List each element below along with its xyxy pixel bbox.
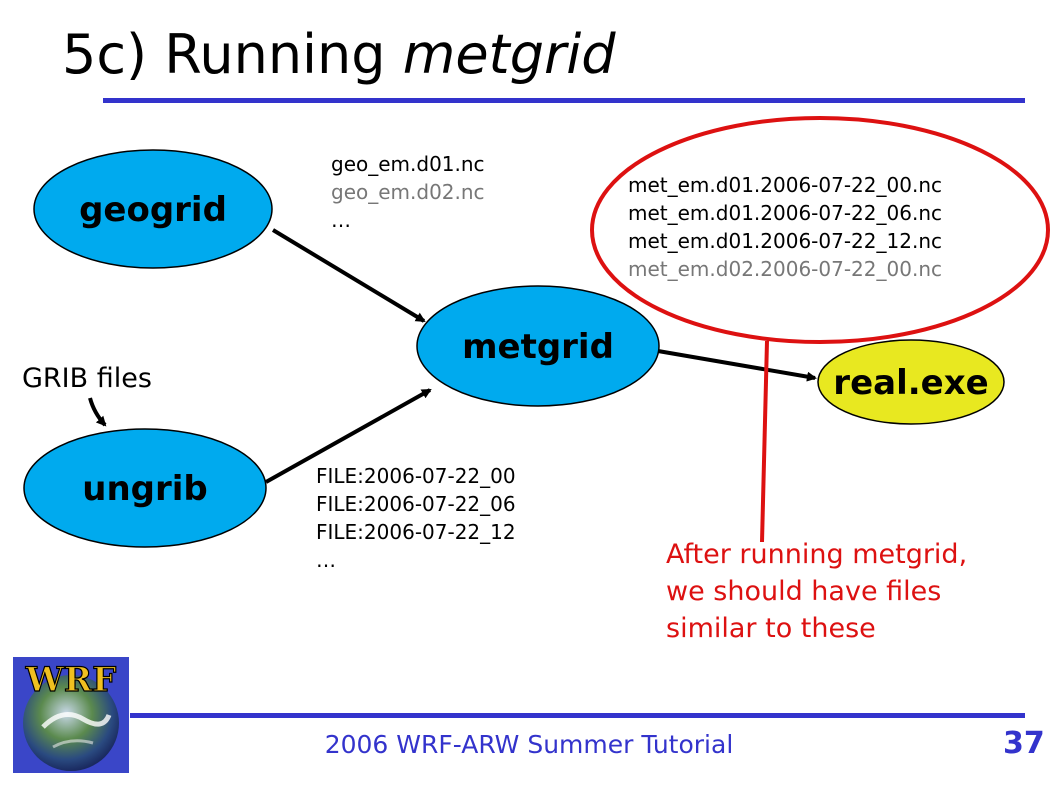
footer-text: 2006 WRF-ARW Summer Tutorial [324,730,734,759]
node-ungrib-label: ungrib [82,469,208,509]
grib-files-label: GRIB files [22,363,152,394]
arrow-ungrib-to-metgrid [265,388,432,484]
arrow-metgrid-to-real [657,349,817,382]
slide-title: 5c) Running metgrid [62,22,615,88]
annotation-pointer-line [760,340,769,543]
note-line: we should have files [666,576,942,607]
note-line: After running metgrid, [666,539,968,570]
met-file-list: met_em.d01.2006-07-22_00.nc met_em.d01.2… [628,171,942,283]
ungrib-file-list: FILE:2006-07-22_00 FILE:2006-07-22_06 FI… [316,462,516,574]
title-prefix: 5c) Running [62,23,403,86]
wrf-logo-icon: WRF [13,657,129,773]
met-file: met_em.d01.2006-07-22_12.nc [628,229,942,253]
geo-file: geo_em.d02.nc [331,180,485,204]
geo-file: geo_em.d01.nc [331,152,485,176]
ungrib-file: FILE:2006-07-22_12 [316,520,516,544]
met-file: met_em.d01.2006-07-22_06.nc [628,201,942,225]
note-line: similar to these [666,613,876,644]
highlight-circle [590,116,1050,344]
bottom-divider [130,713,1025,718]
node-geogrid: geogrid [33,149,273,269]
node-geogrid-label: geogrid [79,190,227,230]
title-emphasis: metgrid [402,23,616,86]
node-metgrid-label: metgrid [462,327,614,367]
node-ungrib: ungrib [23,428,267,548]
node-real-exe-label: real.exe [833,363,988,403]
node-real-exe: real.exe [817,339,1005,425]
arrow-geogrid-to-metgrid [271,228,426,323]
ungrib-file: FILE:2006-07-22_00 [316,464,516,488]
ungrib-file-ellipsis: … [316,548,336,572]
met-file: met_em.d02.2006-07-22_00.nc [628,257,942,281]
met-file: met_em.d01.2006-07-22_00.nc [628,173,942,197]
top-divider [103,98,1025,103]
annotation-note: After running metgrid, we should have fi… [666,536,967,647]
arrow-grib-to-ungrib [88,397,107,427]
geo-file-ellipsis: … [331,208,351,232]
page-number: 37 [1003,726,1045,761]
node-metgrid: metgrid [416,285,660,407]
ungrib-file: FILE:2006-07-22_06 [316,492,516,516]
logo-text: WRF [25,660,117,700]
geo-file-list: geo_em.d01.nc geo_em.d02.nc … [331,150,485,234]
